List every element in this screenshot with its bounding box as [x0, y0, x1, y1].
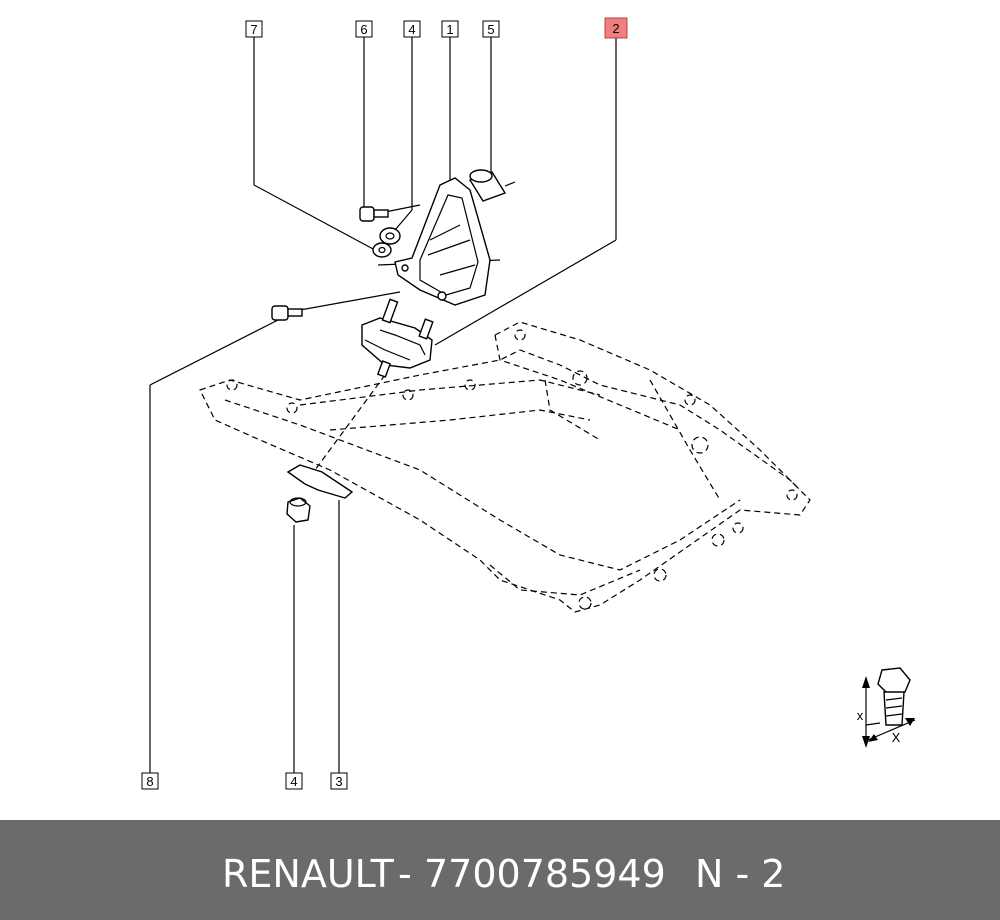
callout-6: 6 — [355, 20, 373, 38]
callout-4-lower-label: 4 — [290, 774, 297, 789]
callout-1: 1 — [441, 20, 459, 38]
callout-4-lower: 4 — [285, 772, 303, 790]
exploded-parts-diagram: x X 7 6 4 1 5 2 8 4 3 — [141, 17, 916, 790]
footer-separator: - — [398, 852, 412, 896]
leader-lines — [149, 37, 617, 773]
bolt-6 — [359, 206, 389, 222]
callout-4-upper: 4 — [403, 20, 421, 38]
callout-4-upper-label: 4 — [408, 22, 415, 37]
callout-2-highlighted: 2 — [604, 17, 628, 39]
callout-2-label: 2 — [612, 21, 619, 36]
callout-5-label: 5 — [487, 22, 494, 37]
callout-2-box — [604, 17, 628, 39]
callout-7-label: 7 — [250, 22, 257, 37]
nut-lower — [286, 497, 311, 523]
callout-3-label: 3 — [335, 774, 342, 789]
footer-bar: RENAULT - 7700785949 N - 2 — [0, 820, 1000, 920]
callout-8: 8 — [141, 772, 159, 790]
footer-brand: RENAULT — [222, 852, 394, 896]
callout-8-label: 8 — [146, 774, 153, 789]
subframe-outline — [199, 321, 811, 613]
callout-7: 7 — [245, 20, 263, 38]
engine-mount-bracket — [394, 177, 491, 306]
callout-3: 3 — [330, 772, 348, 790]
callout-5: 5 — [482, 20, 500, 38]
torque-mark-x-small: x — [857, 708, 864, 723]
rubber-engine-mount — [361, 298, 434, 378]
mounting-plate — [286, 464, 354, 499]
footer-reference: N - 2 — [695, 852, 786, 896]
bolt-8 — [271, 305, 303, 321]
callout-6-label: 6 — [360, 22, 367, 37]
torque-mark-x-large: X — [892, 730, 901, 745]
torque-symbol: x X — [857, 667, 916, 748]
footer-part-number: 7700785949 — [424, 852, 666, 896]
washer-7 — [372, 242, 392, 258]
bushing-sleeve — [468, 169, 507, 202]
callout-1-label: 1 — [446, 22, 453, 37]
nut-upper — [379, 227, 401, 245]
